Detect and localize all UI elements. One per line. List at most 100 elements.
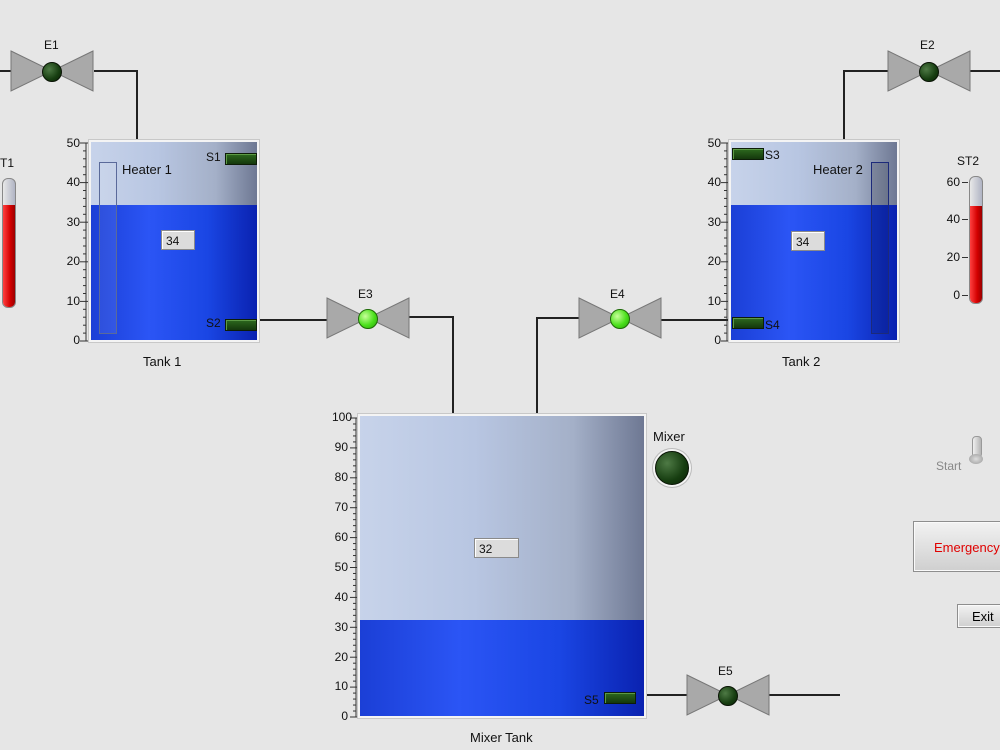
st2-tick-20: [962, 257, 968, 258]
mixer-tank-label: Mixer Tank: [470, 730, 533, 745]
valve-e5-led: [718, 686, 738, 706]
pipe-s5-e5: [634, 694, 688, 696]
tank1-liquid: [91, 205, 257, 340]
toggle-base-icon: [969, 454, 983, 464]
tank1-scale-40: 40: [66, 175, 80, 189]
pipe-e2-down: [843, 70, 845, 142]
st2-tick-40: [962, 219, 968, 220]
valve-icon: [326, 297, 410, 339]
tank2-scale-ticks: [721, 142, 730, 342]
tank1-scale-20: 20: [66, 254, 80, 268]
valve-e1[interactable]: [10, 50, 94, 92]
start-label: Start: [936, 459, 962, 473]
tank2-scale-40: 40: [707, 175, 721, 189]
mixer-scale-0: 0: [341, 709, 348, 723]
emergency-button[interactable]: Emergency: [913, 521, 1000, 572]
mixer-tank-liquid: [360, 620, 644, 716]
mixer-scale-40: 40: [334, 590, 348, 604]
pipe-e5-right: [768, 694, 840, 696]
valve-icon: [10, 50, 94, 92]
st2-tick-0: [962, 295, 968, 296]
mixer-tank-scale: [330, 410, 360, 725]
st2-label: ST2: [957, 154, 980, 168]
mixer-led: [655, 451, 689, 485]
tank1-value: 34: [161, 230, 195, 250]
tank1-scale-50: 50: [66, 136, 80, 150]
mixer-tank-scale-ticks: [350, 417, 359, 718]
sensor-s3-label: S3: [765, 148, 780, 162]
pipe-e3-down: [452, 316, 454, 416]
tank1-scale-0: 0: [73, 333, 80, 347]
tank1-scale-ticks: [80, 142, 89, 342]
valve-icon: [578, 297, 662, 339]
st2-scale-40: 40: [946, 212, 960, 226]
tank1-label: Tank 1: [143, 354, 182, 369]
tank1-scale-30: 30: [66, 215, 80, 229]
pipe-e4-down: [536, 317, 538, 416]
valve-e3-led: [358, 309, 378, 329]
heater2-indicator: [871, 162, 889, 334]
sensor-s5: [604, 692, 636, 704]
tank1-scale-10: 10: [66, 294, 80, 308]
st1-fill: [3, 204, 15, 307]
pipe-e4-left: [536, 317, 580, 319]
valve-e5[interactable]: [686, 674, 770, 716]
start-toggle-switch[interactable]: [969, 436, 983, 466]
mixer-scale-90: 90: [334, 440, 348, 454]
pipe-e1-horizontal: [0, 70, 12, 72]
sensor-s3: [732, 148, 764, 160]
valve-e4[interactable]: [578, 297, 662, 339]
pipe-e4-s4: [660, 319, 732, 321]
mixer-scale-100: 100: [331, 410, 352, 424]
heater2-label: Heater 2: [813, 162, 863, 177]
mixer-scale-10: 10: [334, 679, 348, 693]
exit-button-label: Exit: [972, 609, 994, 624]
valve-icon: [686, 674, 770, 716]
tank2-label: Tank 2: [782, 354, 821, 369]
tank2: Heater 2 34: [731, 142, 897, 340]
tank2-scale: [703, 136, 731, 348]
tank2-scale-20: 20: [707, 254, 721, 268]
valve-e5-label: E5: [718, 664, 733, 678]
valve-e2-label: E2: [920, 38, 935, 52]
mixer-scale-50: 50: [334, 560, 348, 574]
st2-scale-0: 0: [953, 288, 960, 302]
valve-e2-led: [919, 62, 939, 82]
valve-e2[interactable]: [887, 50, 971, 92]
mixer-scale-70: 70: [334, 500, 348, 514]
st2-fill: [970, 205, 982, 303]
mixer-scale-80: 80: [334, 470, 348, 484]
pipe-e1-right: [94, 70, 138, 72]
valve-e1-led: [42, 62, 62, 82]
pipe-e3-right: [408, 316, 454, 318]
mixer-label: Mixer: [653, 429, 685, 444]
valve-e4-label: E4: [610, 287, 625, 301]
valve-e3-label: E3: [358, 287, 373, 301]
sensor-s4: [732, 317, 764, 329]
sensor-s2: [225, 319, 257, 331]
tank2-scale-0: 0: [714, 333, 721, 347]
pipe-s2-e3: [255, 319, 327, 321]
pipe-e2-left: [843, 70, 888, 72]
st2-thermometer: [969, 176, 983, 304]
st2-tick-60: [962, 182, 968, 183]
pipe-e2-right: [970, 70, 1000, 72]
tank1-scale: [62, 136, 90, 348]
sensor-s5-label: S5: [584, 693, 599, 707]
sensor-s2-label: S2: [206, 316, 221, 330]
sensor-s1: [225, 153, 257, 165]
valve-e1-label: E1: [44, 38, 59, 52]
tank2-scale-30: 30: [707, 215, 721, 229]
mixer-scale-30: 30: [334, 620, 348, 634]
sensor-s1-label: S1: [206, 150, 221, 164]
st1-thermometer: [2, 178, 16, 308]
tank2-scale-50: 50: [707, 136, 721, 150]
mixer-scale-60: 60: [334, 530, 348, 544]
valve-e3[interactable]: [326, 297, 410, 339]
valve-icon: [887, 50, 971, 92]
exit-button[interactable]: Exit: [957, 604, 1000, 628]
sensor-s4-label: S4: [765, 318, 780, 332]
mixer-tank-value: 32: [474, 538, 519, 558]
st2-scale-20: 20: [946, 250, 960, 264]
pipe-e1-down: [136, 70, 138, 142]
